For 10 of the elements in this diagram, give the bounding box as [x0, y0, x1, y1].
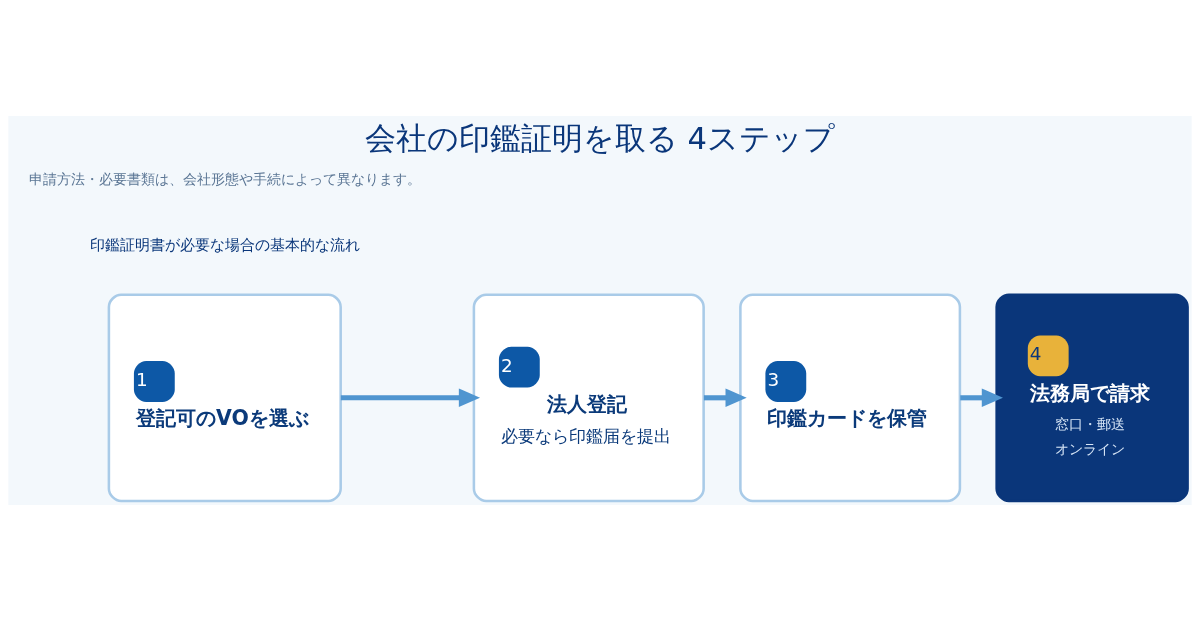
label: 申請方法・必要書類は、会社形態や手続によって異なります。 — [28, 170, 421, 187]
arrow — [703, 388, 747, 407]
arrow — [340, 388, 480, 407]
diagram-title: 会社の印鑑証明を取る 4ステップ — [364, 120, 836, 156]
node-box: 2 法人登記 必要なら印鑑届を提出 — [472, 292, 705, 502]
arrow — [960, 388, 1003, 407]
node-box: 3 印鑑カードを保管 — [739, 292, 962, 502]
node-box: 1 登記可のVOを選ぶ — [107, 292, 342, 502]
node-box: 4 法務局で請求 窓口・郵送 オンライン — [995, 292, 1189, 502]
label: 印鑑証明書が必要な場合の基本的な流れ — [89, 235, 360, 254]
